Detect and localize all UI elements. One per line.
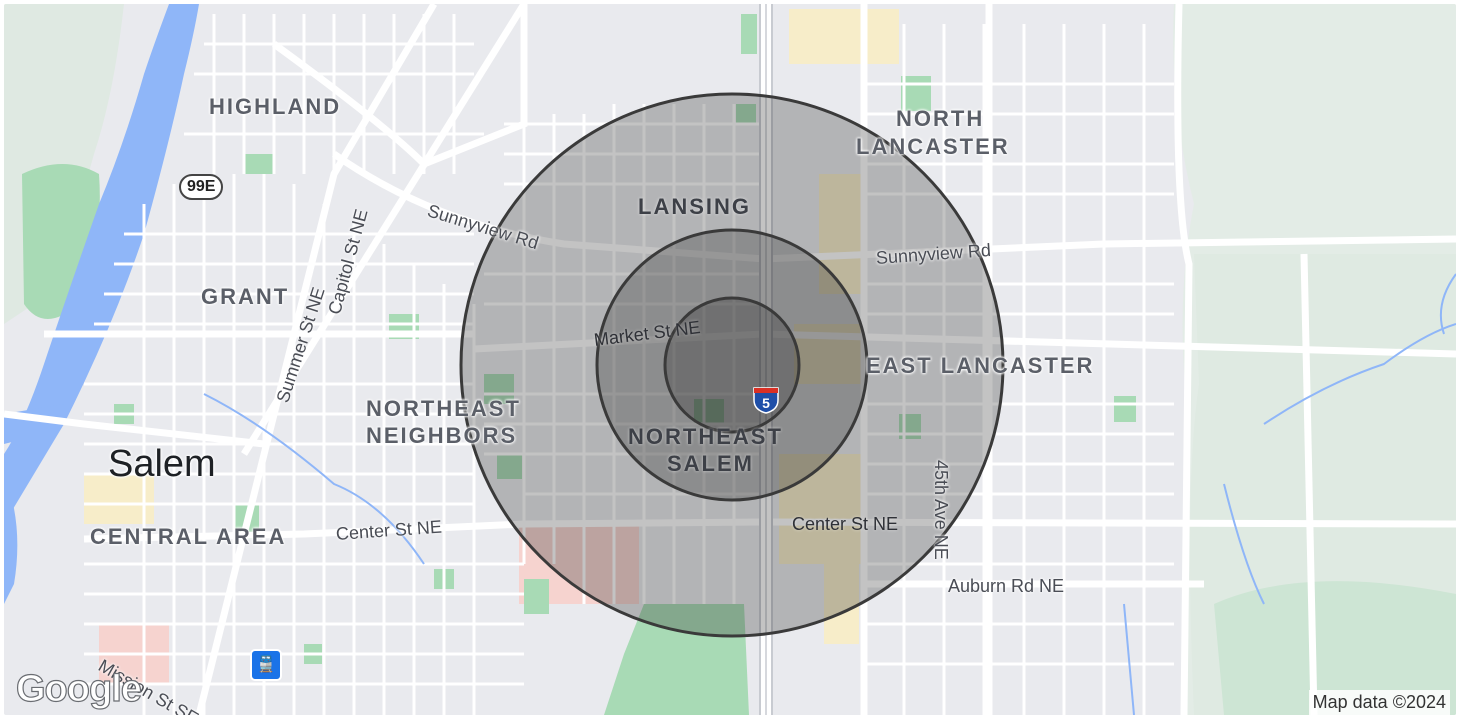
radius-ring-outer[interactable] [459,92,1005,638]
area-label-northeast-salem-1: NORTHEAST [628,424,783,449]
road-label-45th: 45th Ave NE [931,460,951,560]
major-roads [4,4,1456,715]
area-label-east-lancaster: EAST LANCASTER [866,353,1095,378]
commercial-zone [84,474,154,524]
park [244,154,274,174]
train-station-icon[interactable]: 🚆 [250,649,282,681]
creeks [203,273,1456,715]
road-label-center-east: Center St NE [792,514,899,534]
map-canvas[interactable]: HIGHLAND NORTH LANCASTER LANSING GRANT E… [4,4,1456,715]
river-south [4,474,18,604]
road-label-auburn: Auburn Rd NE [948,576,1065,596]
park [901,76,931,111]
area-label-north-lancaster-2: LANCASTER [856,134,1010,159]
forest-area [1214,581,1456,715]
city-label-salem: Salem [108,443,216,485]
area-label-north-lancaster-1: NORTH [896,106,985,131]
park [497,454,522,479]
area-label-northeast-neighbors-1: NORTHEAST [366,396,521,421]
park [694,399,724,424]
commercial-zone [789,9,899,64]
commercial-zone [824,564,859,644]
area-label-highland: HIGHLAND [209,94,342,119]
park [736,104,756,124]
map-base-layer [4,4,1456,715]
area-label-northeast-neighbors-2: NEIGHBORS [366,423,518,448]
commercial-zone [819,174,864,294]
area-label-central-area: CENTRAL AREA [90,524,287,549]
area-label-northeast-salem-2: SALEM [667,451,754,476]
interstate-5-shield-icon: 5 [752,384,780,414]
park-large [604,604,749,715]
radius-ring-middle[interactable] [595,228,869,502]
park [524,579,549,614]
google-logo[interactable]: Google [15,667,142,710]
park [741,14,757,54]
map-attribution[interactable]: Map data ©2024 [1308,690,1450,715]
street-grid [84,14,1174,715]
us-99e-shield: 99E [179,174,224,200]
park [1114,396,1136,422]
willamette-river [4,4,199,524]
commercial-zone [779,454,864,564]
park [484,374,514,404]
area-label-lansing: LANSING [638,194,751,219]
area-label-grant: GRANT [201,284,290,309]
interstate-5-number: 5 [762,395,770,411]
